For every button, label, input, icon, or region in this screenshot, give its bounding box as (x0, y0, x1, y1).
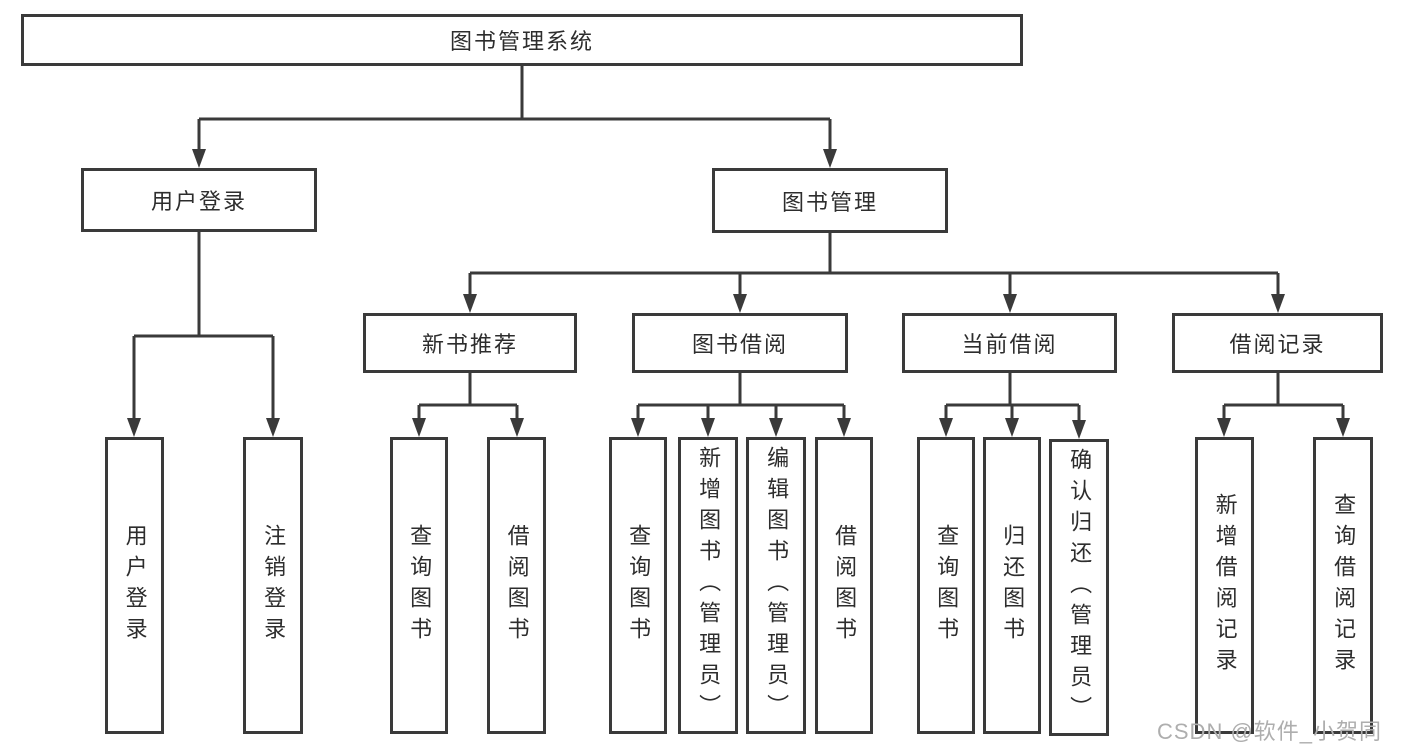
node-new-book-recommend-label: 新书推荐 (421, 332, 518, 357)
leaf-logout: 注销登录 (243, 437, 303, 734)
leaf-user-login: 用户登录 (105, 437, 164, 734)
leaf-query-books-recommend: 查询图书 (390, 437, 448, 734)
leaf-borrow-books-recommend-label: 借阅图书 (504, 523, 530, 648)
leaf-user-login-label: 用户登录 (122, 523, 148, 648)
leaf-confirm-return-admin: 确认归还（管理员） (1049, 439, 1109, 736)
leaf-add-borrow-record-label: 新增借阅记录 (1212, 492, 1238, 679)
node-new-book-recommend: 新书推荐 (363, 313, 577, 373)
node-book-borrow-label: 图书借阅 (691, 332, 788, 357)
leaf-query-borrow-record-label: 查询借阅记录 (1331, 492, 1357, 679)
node-current-borrow-label: 当前借阅 (961, 332, 1058, 357)
leaf-add-borrow-record: 新增借阅记录 (1195, 437, 1254, 734)
leaf-query-books-borrow: 查询图书 (609, 437, 667, 734)
leaf-add-books-admin: 新增图书（管理员） (678, 437, 738, 734)
watermark: CSDN @软件_小贺同学 (1157, 719, 1383, 744)
leaf-add-books-admin-label: 新增图书（管理员） (696, 446, 722, 725)
node-root: 图书管理系统 (21, 14, 1023, 66)
leaf-borrow-books-borrow: 借阅图书 (815, 437, 873, 734)
leaf-edit-books-admin-label: 编辑图书（管理员） (764, 446, 790, 725)
leaf-borrow-books-borrow-label: 借阅图书 (832, 523, 858, 648)
leaf-query-borrow-record: 查询借阅记录 (1313, 437, 1373, 734)
node-book-management-label: 图书管理 (781, 189, 878, 215)
node-borrow-records: 借阅记录 (1172, 313, 1383, 373)
leaf-query-books-recommend-label: 查询图书 (407, 523, 433, 648)
leaf-confirm-return-admin-label: 确认归还（管理员） (1067, 448, 1093, 727)
node-root-label: 图书管理系统 (449, 29, 594, 54)
leaf-edit-books-admin: 编辑图书（管理员） (746, 437, 806, 734)
leaf-return-books-label: 归还图书 (1000, 523, 1026, 648)
node-user-login: 用户登录 (81, 168, 317, 232)
leaf-query-books-current: 查询图书 (917, 437, 975, 734)
leaf-borrow-books-recommend: 借阅图书 (487, 437, 546, 734)
node-user-login-label: 用户登录 (150, 189, 247, 214)
leaf-logout-label: 注销登录 (261, 523, 287, 648)
node-borrow-records-label: 借阅记录 (1229, 332, 1326, 357)
leaf-query-books-current-label: 查询图书 (934, 523, 960, 648)
node-book-management: 图书管理 (712, 168, 948, 233)
leaf-query-books-borrow-label: 查询图书 (626, 523, 652, 648)
node-book-borrow: 图书借阅 (632, 313, 848, 373)
node-current-borrow: 当前借阅 (902, 313, 1117, 373)
leaf-return-books: 归还图书 (983, 437, 1041, 734)
